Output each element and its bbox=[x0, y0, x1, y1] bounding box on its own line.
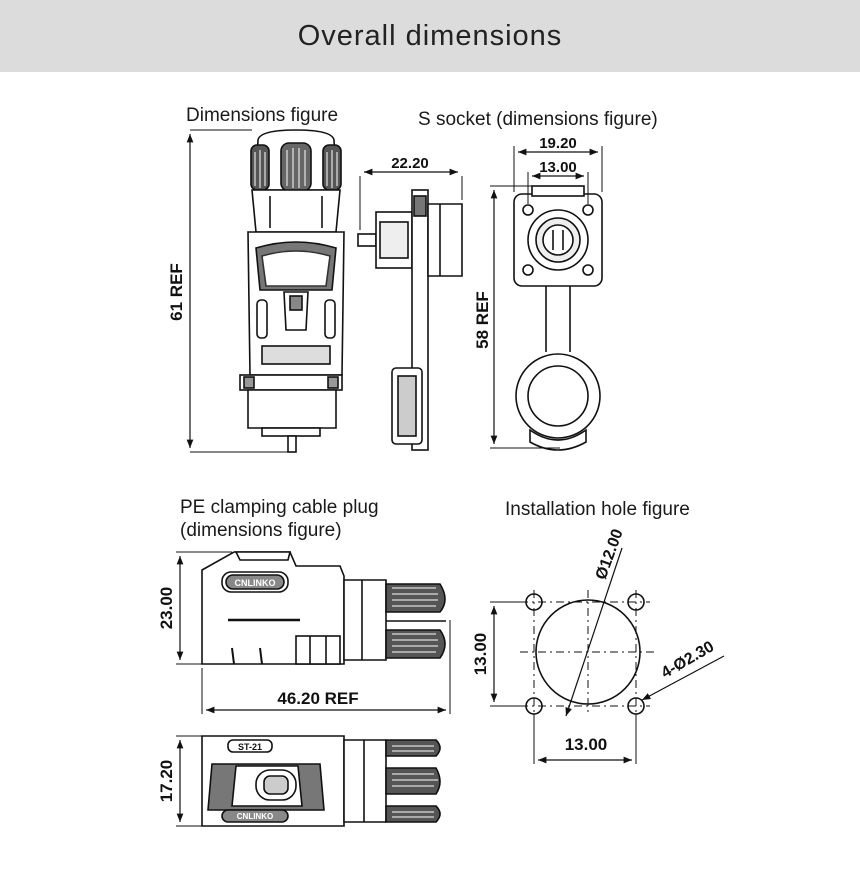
svg-text:CNLINKO: CNLINKO bbox=[237, 812, 273, 821]
socket-caption: S socket (dimensions figure) bbox=[418, 109, 658, 130]
plug-front-height-dim: 61 REF bbox=[167, 263, 186, 321]
pe-plug-side-view: CNLINKO bbox=[176, 551, 451, 714]
header-banner: Overall dimensions bbox=[0, 0, 860, 72]
pe-plug-width-dim: 17.20 bbox=[157, 760, 176, 803]
pe-plug-height-dim: 23.00 bbox=[157, 587, 176, 630]
socket-flange-width-dim: 19.20 bbox=[539, 135, 577, 152]
socket-depth-dim: 22.20 bbox=[391, 155, 429, 172]
plug-front-view bbox=[186, 129, 345, 453]
pe-plug-caption-line2: (dimensions figure) bbox=[180, 520, 342, 541]
svg-text:CNLINKO: CNLINKO bbox=[235, 578, 276, 588]
socket-front-view bbox=[490, 146, 603, 451]
svg-text:ST-21: ST-21 bbox=[238, 742, 262, 752]
install-pitch-v-dim: 13.00 bbox=[471, 633, 490, 676]
socket-side-view bbox=[357, 168, 463, 451]
socket-height-dim: 58 REF bbox=[473, 291, 492, 349]
install-bore-dim: Ø12.00 bbox=[593, 527, 627, 582]
pe-plug-length-dim: 46.20 REF bbox=[277, 689, 358, 708]
plug-front-caption: Dimensions figure bbox=[186, 105, 339, 126]
page-title: Overall dimensions bbox=[297, 19, 563, 52]
pe-plug-top-view: ST-21 CNLINKO bbox=[176, 735, 441, 827]
install-pitch-h-dim: 13.00 bbox=[565, 735, 608, 754]
socket-hole-pitch-dim: 13.00 bbox=[539, 159, 577, 176]
install-hole-caption: Installation hole figure bbox=[505, 499, 690, 520]
pe-plug-caption-line1: PE clamping cable plug bbox=[180, 497, 379, 518]
install-hole-view bbox=[490, 547, 725, 764]
